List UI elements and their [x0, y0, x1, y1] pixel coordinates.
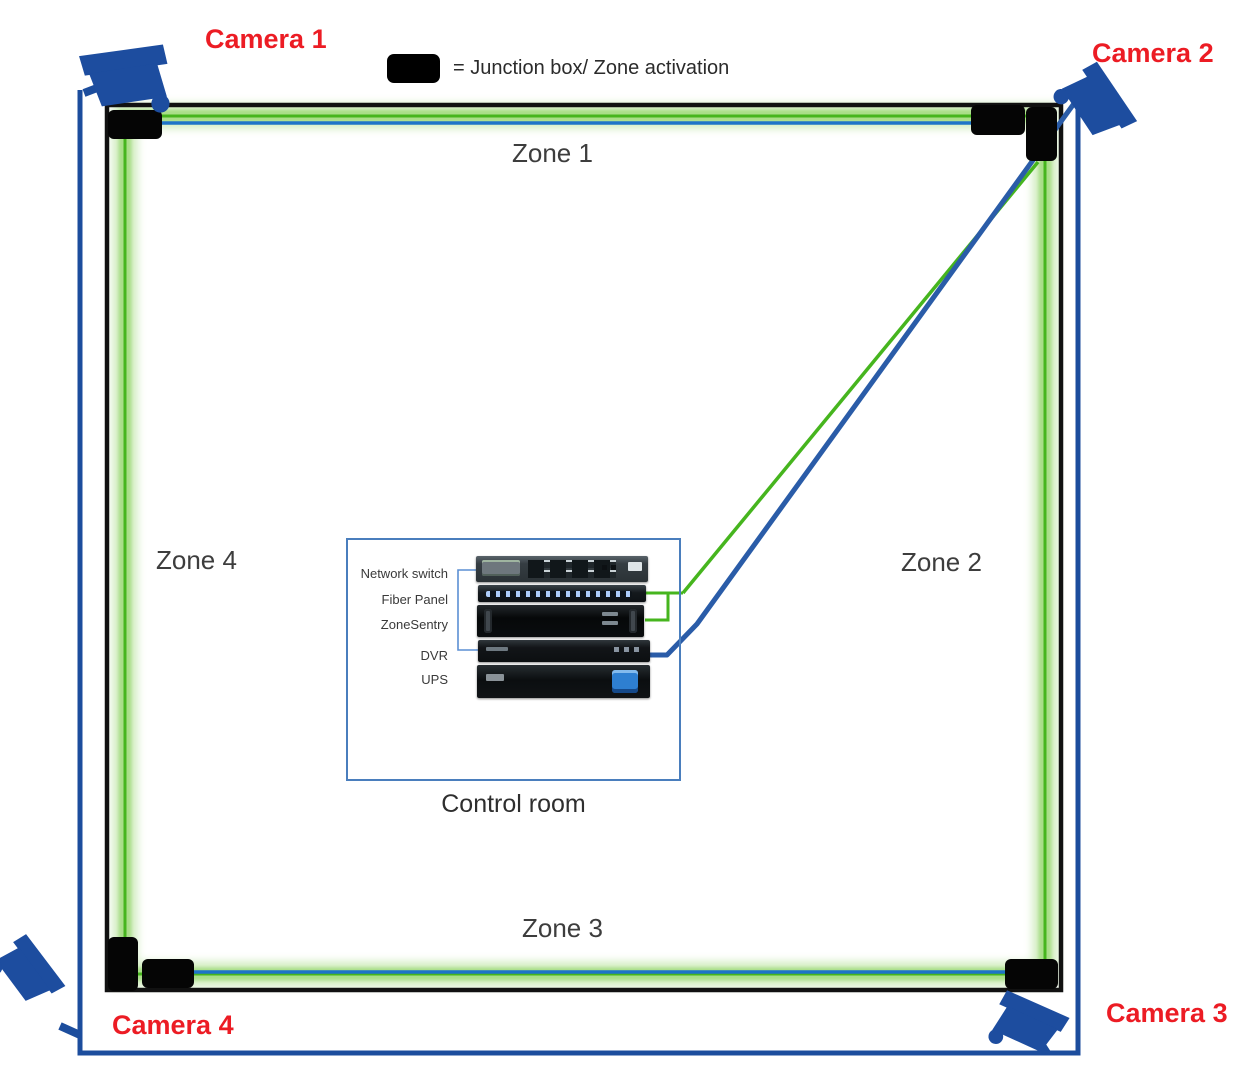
- fiber-sensor-cable: [123, 114, 1047, 976]
- rack-label-ups: UPS: [421, 672, 448, 687]
- junction-box-bottom-left-v: [108, 937, 138, 991]
- network-switch-unit: [476, 556, 648, 582]
- ups-unit: [477, 665, 650, 698]
- fiber-panel-zonesentry-link: [645, 591, 683, 622]
- switch-uplink-ports: [602, 565, 620, 570]
- perimeter-fence-line: [104, 102, 1064, 993]
- camera3-label: Camera 3: [1106, 998, 1228, 1028]
- rack-label-dvr: DVR: [420, 648, 448, 663]
- switch-ports: [528, 560, 616, 578]
- camera4-label: Camera 4: [112, 1010, 234, 1040]
- junction-box-bottom-left-h: [142, 959, 194, 988]
- dvr-unit: [478, 640, 650, 662]
- camera4-mount: [58, 1022, 82, 1039]
- fiber-panel-ports: [486, 591, 632, 597]
- dvr-camera-feed-diagonal: [650, 96, 1081, 658]
- dvr-buttons: [614, 647, 640, 652]
- control-room-box: [346, 538, 681, 781]
- zonesentry-unit: [477, 605, 644, 637]
- fiber-panel-unit: [478, 585, 646, 602]
- ups-lcd-display: [612, 670, 638, 693]
- dvr-logo: [486, 647, 508, 651]
- rack-label-network-switch: Network switch: [360, 566, 448, 581]
- junction-box-top-left: [108, 110, 162, 139]
- switch-brand-chip: [628, 562, 642, 571]
- legend-junction-box-swatch: [387, 54, 440, 83]
- zone4-label: Zone 4: [156, 545, 237, 575]
- zone3-label: Zone 3: [522, 913, 603, 943]
- camera1-label: Camera 1: [205, 24, 327, 54]
- rack-handle-right: [629, 609, 637, 633]
- rack-label-bracket: [457, 569, 478, 651]
- rack-label-zonesentry: ZoneSentry: [380, 617, 448, 632]
- zonesentry-indicators: [602, 612, 618, 616]
- camera-cable-loop: [77, 90, 1081, 1056]
- rack-label-fiber-panel: Fiber Panel: [381, 592, 448, 607]
- camera4-icon: [0, 926, 77, 1015]
- zone2-label: Zone 2: [901, 547, 982, 577]
- control-room-caption: Control room: [441, 790, 586, 818]
- rack-handle-left: [484, 609, 492, 633]
- junction-box-bottom-right: [1005, 959, 1058, 989]
- junction-box-top-right-h: [971, 105, 1025, 135]
- zone1-label: Zone 1: [512, 138, 593, 168]
- camera3-icon: [987, 988, 1072, 1055]
- camera2-label: Camera 2: [1092, 38, 1214, 68]
- legend-label: = Junction box/ Zone activation: [453, 57, 730, 79]
- switch-label-panel: [482, 560, 520, 576]
- ups-brand-chip: [486, 674, 504, 681]
- junction-box-top-right-v: [1026, 107, 1057, 161]
